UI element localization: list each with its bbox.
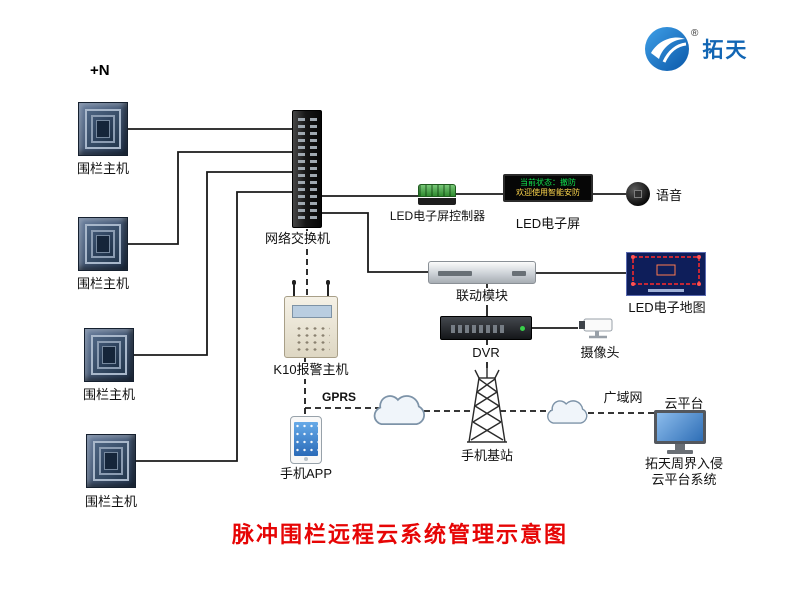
antenna-icon: [326, 280, 330, 297]
linkage-module-icon: [428, 261, 536, 284]
wire-fence4-switch: [136, 191, 292, 462]
wire-fence3-switch: [134, 171, 292, 356]
fence-host-2-icon: [78, 217, 128, 271]
alarm-host-icon: [284, 278, 338, 358]
cloud-platform-label: 云平台: [656, 396, 712, 413]
dvr-icon: [440, 316, 532, 340]
network-switch-label: 网络交换机: [255, 231, 340, 248]
led-controller-label: LED电子屏控制器: [385, 209, 490, 225]
voice-label: 语音: [652, 188, 686, 205]
fence-host-1-label: 围栏主机: [70, 161, 136, 178]
diagram-title: 脉冲围栏远程云系统管理示意图: [231, 522, 568, 547]
fence-host-3-icon: [84, 328, 134, 382]
wire-fence2-switch: [128, 151, 292, 245]
phone-app-label: 手机APP: [276, 466, 336, 483]
alarm-host-keypad: [295, 325, 330, 351]
base-station-icon: [465, 366, 509, 451]
fence-host-2-label: 围栏主机: [70, 276, 136, 293]
led-screen-icon: 当前状态：撤防 欢迎使用智能安防: [503, 174, 593, 202]
brand-logo: ® 拓天: [644, 26, 748, 72]
voice-speaker-icon: [626, 182, 650, 206]
linkage-module-label: 联动模块: [442, 288, 522, 305]
phone-app-icon: [290, 416, 322, 464]
fence-host-4-icon: [86, 434, 136, 488]
fence-host-3-label: 围栏主机: [76, 387, 142, 404]
led-screen-text-line2: 欢迎使用智能安防: [516, 188, 580, 197]
fence-host-1-icon: [78, 102, 128, 156]
dvr-label: DVR: [456, 345, 516, 362]
cloud-platform-caption-line2: 云平台系统: [630, 472, 738, 489]
camera-icon: [576, 314, 620, 347]
camera-label: 摄像头: [572, 345, 628, 362]
cloud-icon: [541, 396, 593, 436]
fence-host-4-label: 围栏主机: [78, 494, 144, 511]
cloud-platform-monitor-icon: [654, 410, 706, 456]
led-controller-icon: [418, 184, 456, 206]
alarm-host-screen: [292, 305, 332, 318]
logo-icon: [645, 27, 689, 71]
cloud-platform-caption-line1: 拓天周界入侵: [630, 456, 738, 473]
wire-switch-linkage: [322, 212, 428, 273]
network-switch-icon: [292, 110, 322, 228]
brand-name: 拓天: [702, 39, 749, 62]
cloud-icon: [366, 390, 432, 439]
gprs-label: GPRS: [320, 390, 359, 404]
led-map-icon: [626, 252, 706, 301]
led-map-label: LED电子地图: [622, 300, 712, 317]
led-screen-text-line1: 当前状态：撤防: [520, 178, 576, 187]
fence-count-annotation: +N: [90, 62, 110, 79]
wan-label: 广域网: [598, 390, 648, 407]
led-screen-label: LED电子屏: [512, 216, 584, 233]
registered-mark: ®: [691, 28, 699, 39]
base-station-label: 手机基站: [459, 448, 515, 465]
alarm-host-label: K10报警主机: [261, 362, 361, 379]
antenna-icon: [292, 280, 296, 297]
